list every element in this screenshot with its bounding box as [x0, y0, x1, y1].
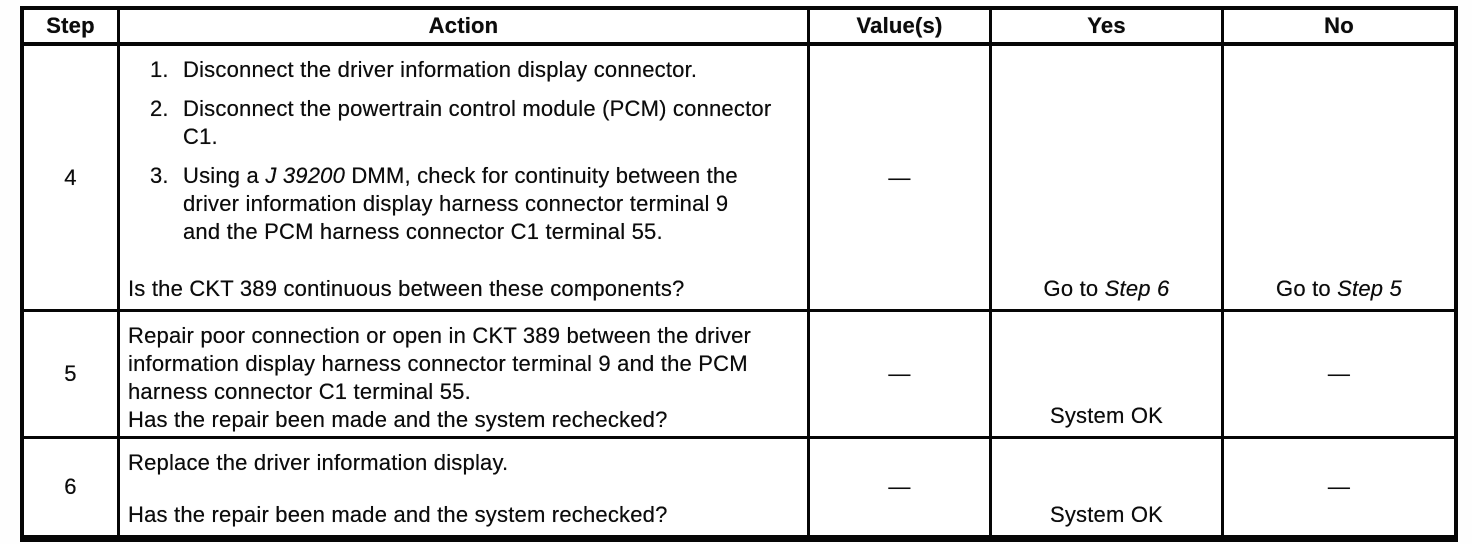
list-item-text: Disconnect the driver information displa…: [183, 57, 698, 82]
step-cell-4: 4: [24, 46, 120, 312]
goto-text: Go to: [1043, 276, 1105, 301]
header-cell-step: Step: [24, 10, 120, 46]
action-question: Is the CKT 389 continuous between these …: [128, 276, 685, 301]
header-cell-no: No: [1224, 10, 1454, 46]
yes-action: System OK: [1049, 502, 1164, 527]
action-list-item: 3. Using a J 39200 DMM, check for continu…: [150, 162, 801, 246]
goto-text: Go to: [1276, 276, 1338, 301]
list-number: 3.: [150, 163, 169, 188]
header-cell-values: Value(s): [810, 10, 992, 46]
action-paragraph: Replace the driver information display.: [128, 450, 509, 475]
header-cell-action: Action: [120, 10, 810, 46]
no-action: Go to Step 5: [1276, 275, 1402, 303]
values-cell-6: —: [810, 439, 992, 535]
no-cell-6: —: [1327, 474, 1351, 499]
step-cell-6: 6: [24, 439, 120, 535]
action-cell-5: Repair poor connection or open in CKT 38…: [120, 312, 810, 439]
action-question: Has the repair been made and the system …: [128, 407, 668, 432]
yes-action: System OK: [1049, 403, 1164, 428]
list-number: 2.: [150, 96, 169, 121]
list-number: 1.: [150, 57, 169, 82]
diagnostic-table: Step Action Value(s) Yes No 4 1. Disconne…: [20, 6, 1458, 542]
tool-number-italic: J 39200: [265, 163, 346, 188]
values-cell-5: —: [810, 312, 992, 439]
list-item-text-post: DMM, check for continuity between the dr…: [183, 163, 738, 244]
yes-cell-6: System OK: [992, 439, 1224, 535]
action-question: Has the repair been made and the system …: [128, 502, 668, 527]
action-list-item: 2. Disconnect the powertrain control modu…: [150, 95, 801, 151]
action-cell-4: 1. Disconnect the driver information disp…: [120, 46, 810, 312]
yes-cell-5: System OK: [992, 312, 1224, 439]
step-ref-italic: Step 5: [1337, 276, 1402, 301]
yes-cell-4: Go to Step 6: [992, 46, 1224, 312]
values-cell-4: —: [810, 46, 992, 312]
action-cell-6: Replace the driver information display. …: [120, 439, 810, 535]
yes-action: Go to Step 6: [1044, 275, 1170, 303]
no-cell-5: —: [1224, 312, 1454, 439]
no-cell-4: Go to Step 5: [1224, 46, 1454, 312]
step-cell-5: 5: [24, 312, 120, 439]
action-list-item: 1. Disconnect the driver information disp…: [150, 56, 801, 84]
action-paragraph: Repair poor connection or open in CKT 38…: [128, 323, 752, 404]
list-item-text: Using a J 39200 DMM, check for continuit…: [183, 162, 743, 246]
list-item-text: Disconnect the powertrain control module…: [183, 96, 772, 149]
step-ref-italic: Step 6: [1104, 276, 1170, 301]
action-list: 1. Disconnect the driver information disp…: [128, 56, 801, 257]
list-item-text-pre: Using a: [183, 163, 266, 188]
header-cell-yes: Yes: [992, 10, 1224, 46]
